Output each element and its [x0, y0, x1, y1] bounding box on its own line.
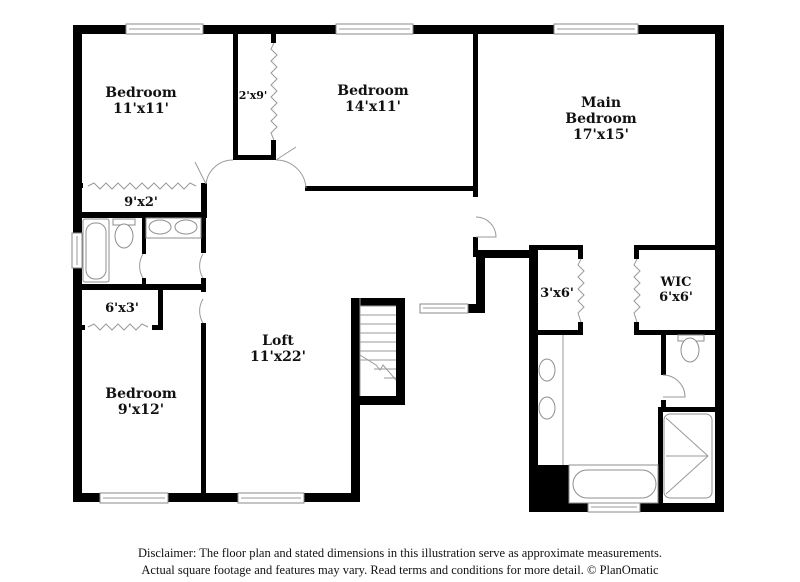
room-dims-closet-9x2: 9'x2'	[124, 195, 158, 210]
room-dims-wic: 6'x6'	[659, 290, 693, 305]
disclaimer-line-1: Disclaimer: The floor plan and stated di…	[138, 546, 662, 560]
room-name-bedroom-3: Bedroom	[105, 386, 177, 402]
floor-plan: Bedroom 11'x11' 2'x9' Bedroom 14'x11' Ma…	[71, 23, 724, 513]
room-dims-closet-3x6: 3'x6'	[540, 286, 574, 301]
room-dims-bedroom-2: 14'x11'	[345, 99, 401, 115]
room-name-loft: Loft	[262, 333, 294, 349]
room-name-main-line2: Bedroom	[565, 111, 637, 127]
room-name-main-line1: Main	[581, 95, 621, 111]
room-name-bedroom-2: Bedroom	[337, 83, 409, 99]
disclaimer: Disclaimer: The floor plan and stated di…	[0, 545, 800, 579]
room-name-bedroom-1: Bedroom	[105, 85, 177, 101]
room-dims-bedroom-1: 11'x11'	[113, 101, 169, 117]
room-labels: Bedroom 11'x11' 2'x9' Bedroom 14'x11' Ma…	[105, 83, 693, 418]
swing-doors	[139, 146, 686, 398]
room-dims-closet-2x9: 2'x9'	[239, 89, 268, 102]
room-dims-main-bedroom: 17'x15'	[573, 127, 629, 143]
room-name-wic: WIC	[659, 275, 691, 290]
room-dims-bedroom-3: 9'x12'	[118, 402, 164, 418]
room-dims-loft: 11'x22'	[250, 349, 306, 365]
windows	[71, 23, 641, 513]
room-dims-closet-6x3: 6'x3'	[105, 301, 139, 316]
stairs	[359, 298, 397, 396]
interior-walls	[73, 25, 724, 507]
disclaimer-line-2: Actual square footage and features may v…	[141, 563, 659, 577]
bifold-doors	[87, 42, 641, 331]
bathroom-fixtures	[82, 217, 713, 504]
